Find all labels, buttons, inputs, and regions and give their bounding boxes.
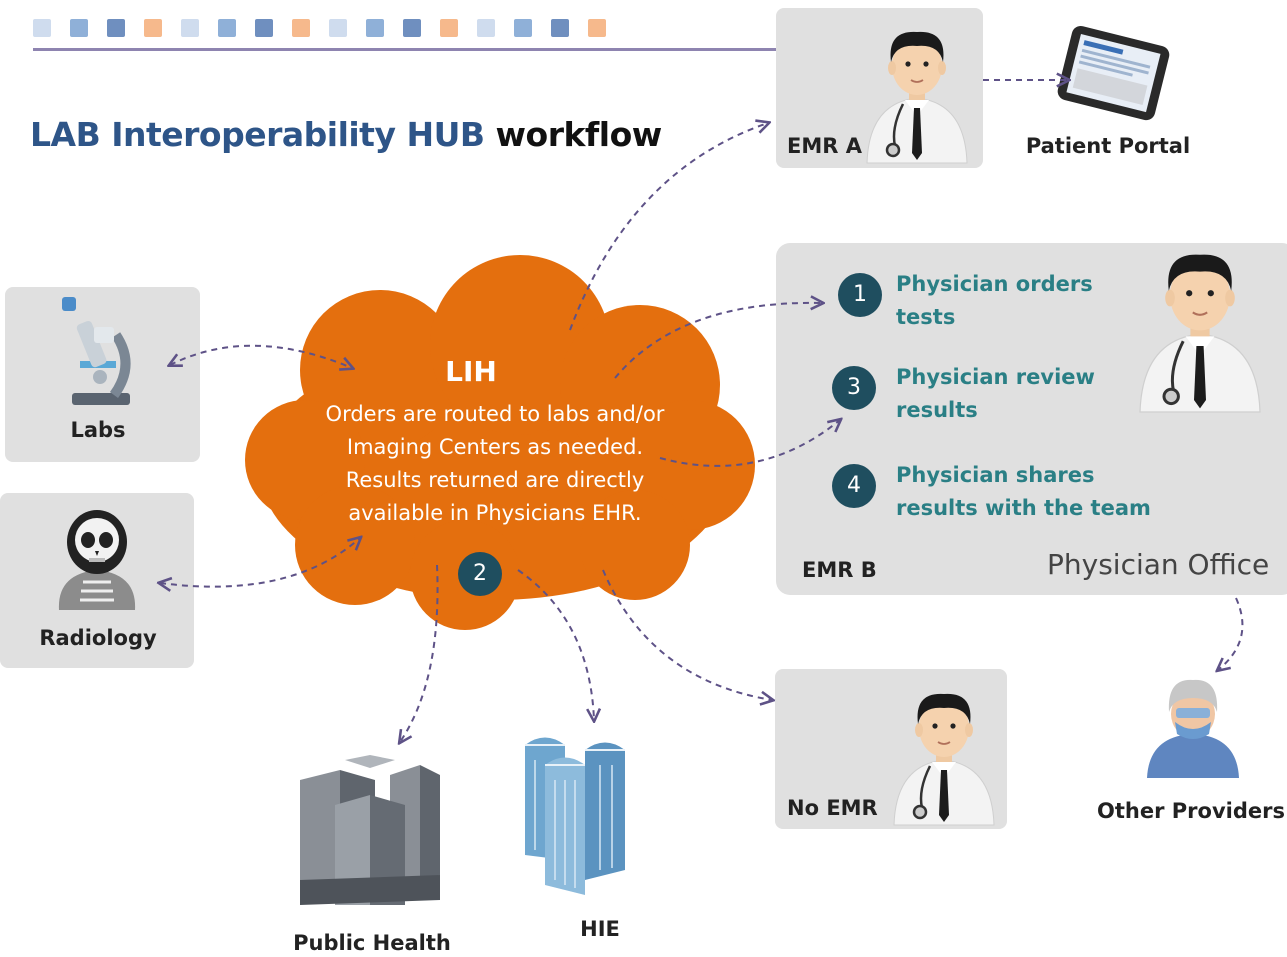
office-building-icon <box>300 755 440 905</box>
radiology-label: Radiology <box>39 626 157 650</box>
hub-line-2: Imaging Centers as needed. <box>346 435 644 459</box>
other-providers-label: Other Providers <box>1097 799 1285 823</box>
step-4-text: Physician shares results with the team <box>896 459 1151 525</box>
arrow-cloud-to-step3 <box>659 420 840 467</box>
arrow-cloud-to-public-health <box>400 564 439 742</box>
header-square <box>366 19 384 37</box>
header-square <box>70 19 88 37</box>
doctor-icon <box>892 692 996 827</box>
no-emr-label: No EMR <box>787 796 878 820</box>
connector-arrows <box>160 80 1244 742</box>
microscope-icon <box>62 297 131 405</box>
step-badge-2: 2 <box>458 552 502 596</box>
header-square <box>329 19 347 37</box>
title-part-2: workflow <box>495 115 663 154</box>
header-square <box>255 19 273 37</box>
header-square <box>551 19 569 37</box>
hie-label: HIE <box>580 917 620 941</box>
step-1-line-1: Physician orders <box>896 272 1093 296</box>
header-square <box>403 19 421 37</box>
hub-name: LIH <box>445 355 497 388</box>
physician-office-label: Physician Office <box>1047 548 1270 581</box>
header-square <box>477 19 495 37</box>
header-square <box>181 19 199 37</box>
arrow-cloud-to-no-emr <box>602 569 772 700</box>
step-1-text: Physician orders tests <box>896 268 1093 334</box>
patient-portal-label: Patient Portal <box>1025 134 1191 158</box>
step-3-line-2: results <box>896 398 978 422</box>
labs-label: Labs <box>70 418 126 442</box>
step-3-text: Physician review results <box>896 361 1095 427</box>
header-square <box>218 19 236 37</box>
header-square <box>440 19 458 37</box>
step-1-line-2: tests <box>896 305 956 329</box>
header-square <box>588 19 606 37</box>
doctor-icon <box>865 30 969 165</box>
header-square <box>144 19 162 37</box>
emr-b-label: EMR B <box>802 558 877 582</box>
header-square <box>292 19 310 37</box>
skull-xray-icon <box>58 510 136 610</box>
step-4-line-2: results with the team <box>896 496 1151 520</box>
title-part-1: LAB Interoperability HUB <box>30 115 485 154</box>
step-badge-1: 1 <box>838 273 882 317</box>
tablet-icon <box>1057 26 1170 121</box>
hub-line-3: Results returned are directly <box>345 468 645 492</box>
header-divider <box>33 48 851 51</box>
arrow-cloud-to-step1 <box>614 303 822 379</box>
page-title: LAB Interoperability HUB workflow <box>30 115 662 154</box>
header-square <box>107 19 125 37</box>
step-3-line-1: Physician review <box>896 365 1095 389</box>
doctor-icon <box>1138 253 1262 414</box>
arrow-cloud-to-emr-a <box>569 123 768 331</box>
skyscraper-icon <box>525 737 625 895</box>
step-badge-3: 3 <box>832 366 876 410</box>
hub-line-4: available in Physicians EHR. <box>348 501 642 525</box>
public-health-label: Public Health <box>293 931 451 955</box>
emr-a-label: EMR A <box>787 134 862 158</box>
step-badge-4: 4 <box>832 464 876 508</box>
step-4-line-1: Physician shares <box>896 463 1095 487</box>
header-square <box>514 19 532 37</box>
hub-line-1: Orders are routed to labs and/or <box>325 402 665 426</box>
arrow-labs-cloud <box>170 344 352 368</box>
surgeon-icon <box>1147 679 1239 778</box>
arrow-radiology-cloud <box>160 538 360 587</box>
header-square <box>33 19 51 37</box>
arrow-office-to-other-providers <box>1218 597 1244 670</box>
